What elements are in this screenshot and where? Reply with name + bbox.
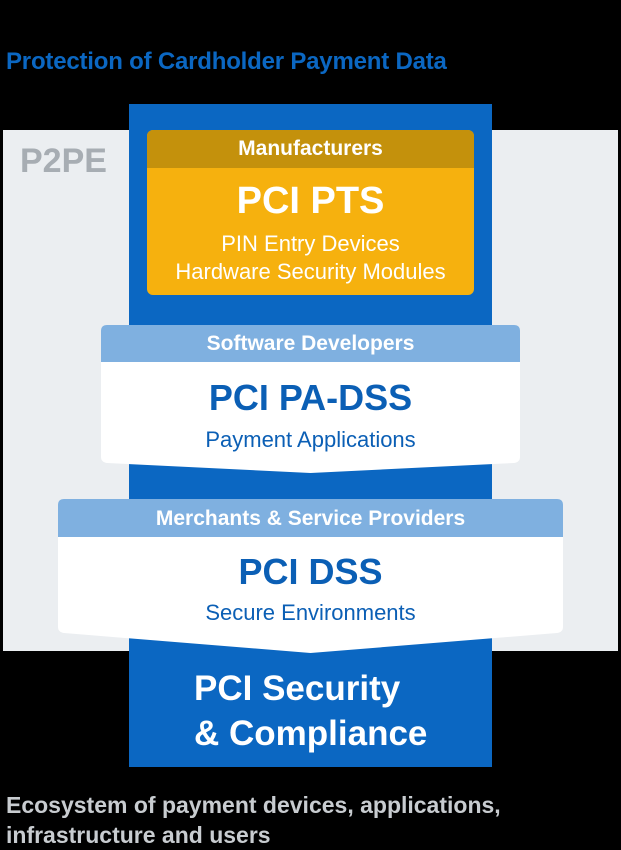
diagram-title: Protection of Cardholder Payment Data bbox=[6, 48, 447, 75]
pa-dss-header: Software Developers bbox=[206, 332, 415, 355]
ecosystem-caption: Ecosystem of payment devices, applicatio… bbox=[6, 790, 501, 850]
compliance-title-line1: PCI Security bbox=[194, 669, 401, 708]
pa-dss-card-shape bbox=[101, 325, 520, 473]
pci-pts-card: Manufacturers PCI PTS PIN Entry Devices … bbox=[147, 130, 474, 295]
ecosystem-caption-line2: infrastructure and users bbox=[6, 822, 271, 848]
pts-line-hsm: Hardware Security Modules bbox=[175, 259, 446, 284]
p2pe-label: P2PE bbox=[20, 142, 107, 180]
compliance-title: PCI Security & Compliance bbox=[194, 666, 427, 756]
pa-dss-title: PCI PA-DSS bbox=[208, 377, 413, 418]
compliance-title-line2: & Compliance bbox=[194, 714, 428, 753]
pa-dss-subtitle: Payment Applications bbox=[205, 427, 416, 452]
dss-subtitle: Secure Environments bbox=[205, 600, 416, 625]
ecosystem-caption-line1: Ecosystem of payment devices, applicatio… bbox=[6, 792, 501, 818]
pts-header: Manufacturers bbox=[147, 130, 474, 168]
dss-title: PCI DSS bbox=[238, 551, 383, 592]
pts-line-pin: PIN Entry Devices bbox=[221, 231, 400, 256]
pts-lines: PIN Entry Devices Hardware Security Modu… bbox=[147, 230, 474, 286]
pci-dss-card: Merchants & Service Providers PCI DSS Se… bbox=[58, 499, 563, 653]
pts-title: PCI PTS bbox=[236, 180, 385, 222]
dss-card-shape bbox=[58, 499, 563, 653]
pci-pa-dss-card: Software Developers PCI PA-DSS Payment A… bbox=[101, 325, 520, 473]
dss-header: Merchants & Service Providers bbox=[155, 507, 466, 530]
